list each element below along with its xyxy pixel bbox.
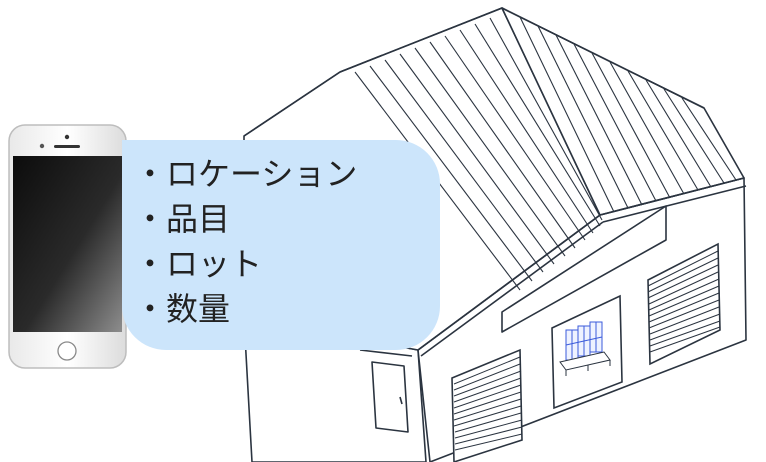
rolling-shutter-icon: [647, 242, 721, 366]
pallet-icon: [559, 321, 611, 376]
smartphone-icon: [8, 124, 127, 369]
list-item-product: ・品目: [134, 200, 231, 238]
rolling-shutter-icon: [451, 348, 523, 462]
list-item-location: ・ロケーション: [134, 155, 358, 193]
list-item-quantity: ・数量: [134, 290, 231, 328]
item-list: ・ロケーション ・品目 ・ロット ・数量: [134, 152, 357, 332]
speech-bubble: [122, 140, 440, 350]
list-item-lot: ・ロット: [134, 245, 263, 283]
